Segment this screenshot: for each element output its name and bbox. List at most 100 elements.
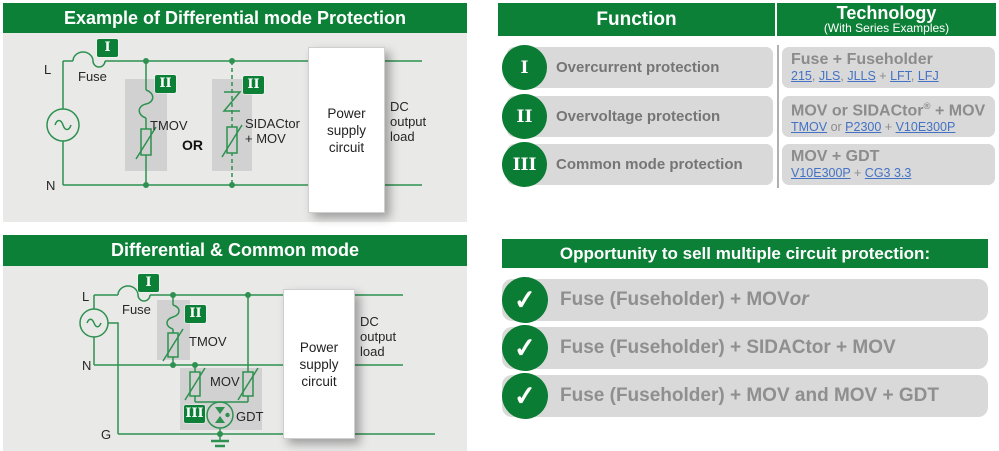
label-line-n: N (46, 178, 56, 193)
tmov-varistor-icon (135, 126, 157, 160)
column-header-function: Function (596, 9, 677, 30)
opportunity-item-2: Fuse (Fuseholder) + SIDACtor + MOV (502, 327, 988, 369)
label-gdt: GDT (236, 409, 264, 424)
tech-cell-overcurrent: Fuse + Fuseholder 215, JLS, JLLS + LFT, … (782, 47, 995, 88)
circuit-diagram-bottom (79, 285, 435, 448)
link-jls[interactable]: JLS (818, 69, 841, 83)
numeral-circle-2: II (502, 94, 547, 139)
link-v10e300p[interactable]: V10E300P (791, 166, 851, 180)
text-segment: , (840, 69, 848, 83)
mov-varistor-icon (221, 124, 243, 158)
panel-title-bar: Differential & Common mode (3, 235, 467, 266)
fuse-icon (117, 285, 151, 302)
wires (46, 51, 422, 186)
mov-varistor-right-icon (237, 367, 259, 401)
panel-title: Opportunity to sell multiple circuit pro… (559, 244, 931, 263)
label-dc-output-load: DC output load (390, 99, 427, 144)
link-cg3-3-3[interactable]: CG3 3.3 (864, 166, 912, 180)
badge-overvoltage-sidactor: II (243, 76, 264, 94)
text-segment: MOV + GDT (791, 148, 880, 165)
text-segment: + (850, 166, 865, 180)
link-jlls[interactable]: JLLS (847, 69, 876, 83)
function-label-3: Common mode protection (556, 156, 743, 173)
thermal-element-icon (138, 89, 154, 119)
text-segment: + (875, 69, 891, 83)
tech-cell-overvoltage: MOV or SIDACtor® + MOV TMOV or P2300 + V… (782, 96, 995, 137)
panel-title-bar: Opportunity to sell multiple circuit pro… (502, 239, 988, 268)
text-segment: Fuse (Fuseholder) + MOV (560, 289, 790, 310)
text-segment: Fuse (Fuseholder) + SIDACtor + MOV (560, 337, 896, 358)
tech-cell-common-mode: MOV + GDT V10E300P + CG3 3.3 (782, 144, 995, 185)
label-line-l: L (44, 62, 52, 77)
power-supply-box: Power supply circuit (308, 47, 385, 213)
label-sidactor-mov: SIDACtor + MOV (245, 116, 300, 146)
function-row-common-mode (507, 144, 773, 185)
technology-subtitle: (With Series Examples) (823, 21, 950, 35)
badge-common-mode: III (184, 405, 205, 423)
power-supply-box: Power supply circuit (283, 289, 355, 439)
badge-overvoltage: II (185, 305, 206, 323)
function-row-overvoltage (507, 96, 773, 137)
label-line-g: G (101, 427, 112, 442)
sidactor-icon (222, 91, 242, 112)
label-or: OR (182, 137, 203, 153)
opportunity-panel: Opportunity to sell multiple circuit pro… (500, 239, 988, 451)
badge-overvoltage-tmov: II (155, 75, 176, 93)
tech-series-links: TMOV or P2300 + V10E300P (791, 120, 995, 135)
text-segment: , (910, 69, 918, 83)
panel-title: Example of Differential mode Protection (63, 8, 407, 28)
technology-title: Technology (836, 3, 937, 23)
tech-series-links: V10E300P + CG3 3.3 (791, 166, 995, 181)
text-segment: MOV or SIDACtor (791, 102, 924, 120)
tech-title: Fuse + Fuseholder (791, 51, 995, 69)
function-technology-table: Function Technology (With Series Example… (498, 3, 996, 193)
link-lfj[interactable]: LFJ (917, 69, 939, 83)
link-v10e300p[interactable]: V10E300P (895, 120, 956, 135)
label-mov: MOV (210, 374, 240, 389)
link-p2300[interactable]: P2300 (845, 120, 882, 135)
label-tmov: TMOV (189, 334, 227, 349)
label-dc-output-load: DC output load (360, 314, 397, 359)
thermal-element-icon (166, 304, 180, 330)
mov-varistor-left-icon (184, 367, 206, 401)
link-tmov[interactable]: TMOV (791, 120, 828, 135)
badge-overcurrent: I (138, 274, 159, 292)
text-segment: or (827, 120, 846, 135)
text-segment: , (811, 69, 819, 83)
fuse-icon (72, 51, 106, 68)
link-lft[interactable]: LFT (890, 69, 911, 83)
gdt-internals (215, 407, 230, 423)
junction-dots (143, 58, 235, 188)
panel-title: Differential & Common mode (110, 240, 360, 260)
tech-title: MOV or SIDACtor® + MOV (791, 98, 995, 120)
column-divider (777, 45, 779, 188)
differential-mode-panel: Example of Differential mode Protection (3, 3, 467, 222)
label-fuse: Fuse (78, 69, 107, 84)
tech-series-links: 215, JLS, JLLS + LFT, LFJ (791, 69, 995, 84)
numeral-circle-1: I (502, 45, 547, 90)
badge-overcurrent: I (97, 39, 118, 57)
label-tmov: TMOV (150, 118, 188, 133)
link-215[interactable]: 215 (791, 69, 812, 83)
tech-title: MOV + GDT (791, 148, 995, 166)
text-segment: + (881, 120, 896, 135)
text-segment: ® (923, 100, 931, 112)
label-line-l: L (82, 289, 90, 304)
circuit-canvas-bottom: L N G Fuse I II TMOV MOV III GDT Power s… (3, 266, 467, 451)
function-label-1: Overcurrent protection (556, 59, 720, 76)
panel-title-bar: Example of Differential mode Protection (3, 3, 467, 33)
tmov-varistor-icon (162, 328, 184, 362)
text-segment: + MOV (930, 102, 986, 120)
circuit-diagram-top (46, 51, 422, 188)
text-segment: Fuse (Fuseholder) + MOV and MOV + GDT (560, 385, 939, 406)
ac-tilde (54, 119, 72, 131)
component-highlight-boxes (125, 79, 252, 171)
opportunity-item-1: Fuse (Fuseholder) + MOV or (502, 279, 988, 321)
text-segment: Fuse + Fuseholder (791, 51, 933, 68)
column-header-technology: Technology (With Series Examples) (775, 3, 996, 36)
numeral-circle-3: III (502, 142, 547, 187)
junction-dots (170, 292, 251, 437)
common-mode-panel: Differential & Common mode (3, 235, 467, 451)
function-label-2: Overvoltage protection (556, 108, 721, 125)
